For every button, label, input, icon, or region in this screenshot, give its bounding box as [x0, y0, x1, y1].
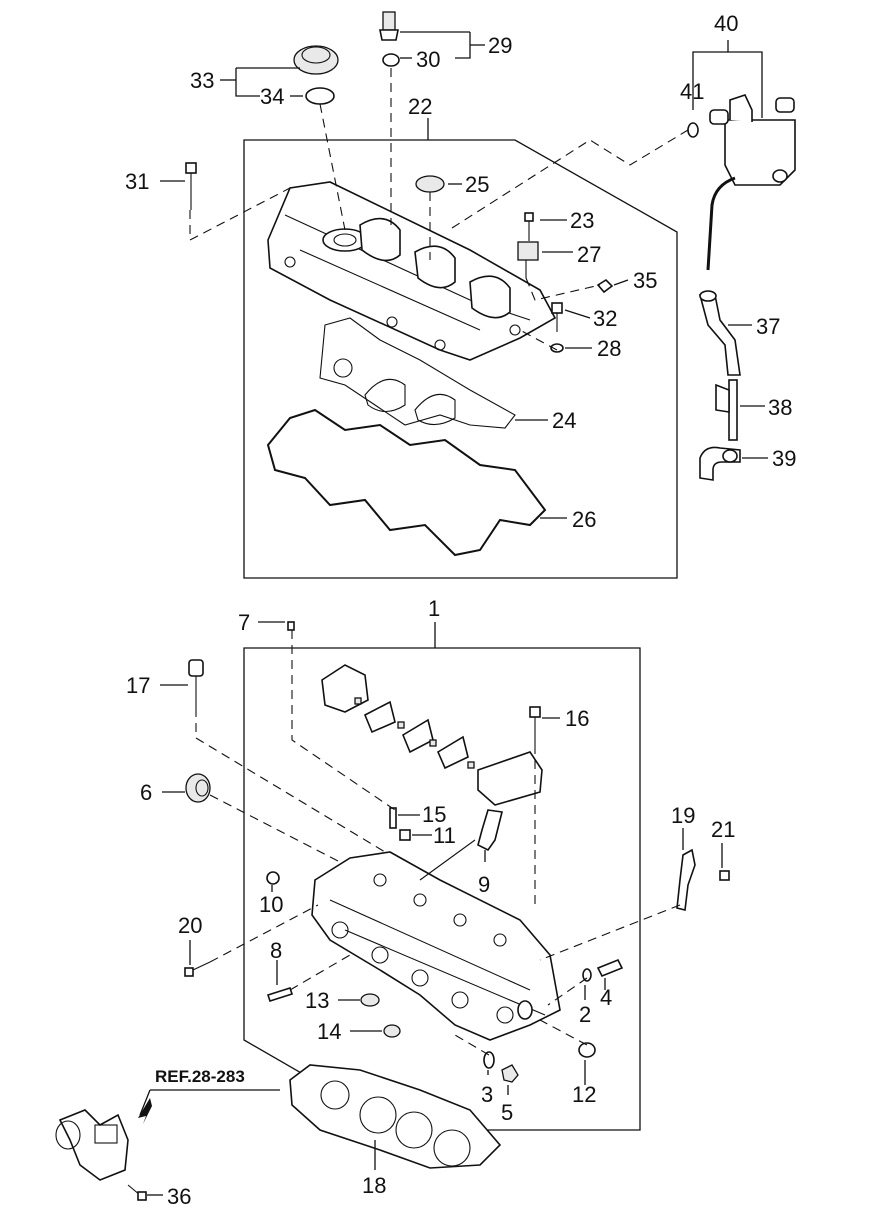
label-22: 22: [408, 94, 432, 119]
nut-21: [719, 870, 730, 881]
label-6: 6: [140, 780, 152, 805]
pipe-38: [715, 379, 738, 441]
oil-seal-6: [185, 773, 211, 803]
head-cover-gasket-26: [266, 408, 547, 557]
leader-lines: [139, 31, 768, 1196]
cylinder-head-cover: [267, 181, 557, 361]
label-26: 26: [572, 507, 596, 532]
label-40: 40: [714, 11, 738, 36]
label-29: 29: [488, 33, 512, 58]
gasket-3: [483, 1051, 495, 1069]
label-20: 20: [178, 913, 202, 938]
label-3: 3: [481, 1082, 493, 1107]
label-5: 5: [501, 1100, 513, 1125]
bolt-31: [185, 162, 197, 210]
label-27: 27: [577, 242, 601, 267]
cylinder-head-cover-frame: [243, 139, 678, 579]
oil-filler-cap-33: [293, 45, 339, 75]
label-30: 30: [416, 47, 440, 72]
label-23: 23: [570, 208, 594, 233]
ref-arrow: [138, 1098, 152, 1124]
label-31: 31: [125, 169, 149, 194]
cap-gasket-34: [305, 87, 335, 105]
seal-14: [383, 1024, 401, 1038]
label-2: 2: [579, 1002, 591, 1027]
label-14: 14: [317, 1019, 341, 1044]
spark-plug-gasket-24: [319, 317, 516, 429]
label-35: 35: [633, 268, 657, 293]
stud-15: [389, 807, 397, 829]
bracket-19: [676, 848, 696, 911]
label-11: 11: [433, 823, 456, 848]
washer-28: [550, 343, 564, 353]
o-ring-41: [687, 122, 699, 138]
bolt-32: [551, 302, 563, 332]
outlet-fitting-9: [477, 809, 503, 852]
cylinder-head-gasket-18: [289, 1064, 502, 1169]
seal-13: [360, 993, 380, 1007]
label-13: 13: [305, 988, 329, 1013]
ball-plug-10: [266, 871, 280, 885]
label-24: 24: [552, 408, 576, 433]
label-9: 9: [478, 872, 490, 897]
hose-39: [699, 446, 741, 481]
label-1: 1: [428, 596, 440, 621]
bolt-23: [524, 212, 534, 232]
label-34: 34: [260, 84, 284, 109]
pcv-valve-29: [379, 11, 399, 41]
label-17: 17: [126, 673, 150, 698]
gasket-hole: [333, 358, 353, 378]
sensor-27: [517, 241, 539, 278]
dowel-pin-7: [287, 621, 295, 631]
label-25: 25: [465, 172, 489, 197]
stud-8: [266, 986, 294, 1003]
label-18: 18: [362, 1173, 386, 1198]
label-8: 8: [270, 938, 282, 963]
bolt-35: [596, 278, 614, 294]
label-7: 7: [238, 610, 250, 635]
camshaft-bearing-caps: [321, 664, 543, 806]
cylinder-head-bolt-17: [188, 659, 204, 708]
o-ring-30: [382, 53, 400, 67]
thermostat-housing-ref: [55, 1109, 129, 1181]
label-16: 16: [565, 706, 589, 731]
label-4: 4: [600, 985, 612, 1010]
bolt-20: [184, 961, 211, 977]
label-21: 21: [711, 817, 735, 842]
label-15: 15: [422, 802, 446, 827]
label-37: 37: [756, 314, 780, 339]
cylinder-head-1: [311, 851, 561, 1041]
breather-pipe: [706, 176, 736, 271]
label-32: 32: [593, 306, 617, 331]
label-10: 10: [259, 892, 283, 917]
label-41: 41: [680, 79, 704, 104]
stud-4: [596, 958, 624, 978]
label-38: 38: [768, 395, 792, 420]
plug-5: [501, 1064, 519, 1083]
label-12: 12: [572, 1082, 596, 1107]
label-33: 33: [190, 68, 214, 93]
label-19: 19: [671, 803, 695, 828]
oil-separator-40: [709, 94, 796, 186]
bolt-16: [529, 706, 541, 745]
part-labels: 1 2 3 4 5 6 7 8 9 10 11 12 13 14 15 16 1…: [125, 11, 796, 1209]
oil-seal-25: [415, 175, 445, 193]
label-28: 28: [597, 336, 621, 361]
washer-2: [582, 968, 592, 982]
cylinder-head-frame: [243, 647, 641, 1131]
label-36: 36: [167, 1184, 191, 1209]
hose-37: [698, 290, 741, 376]
label-39: 39: [772, 446, 796, 471]
bolt-36: [127, 1184, 147, 1201]
reference-label: REF.28-283: [155, 1067, 245, 1086]
plug-12: [578, 1042, 596, 1058]
plug-11: [399, 829, 411, 841]
